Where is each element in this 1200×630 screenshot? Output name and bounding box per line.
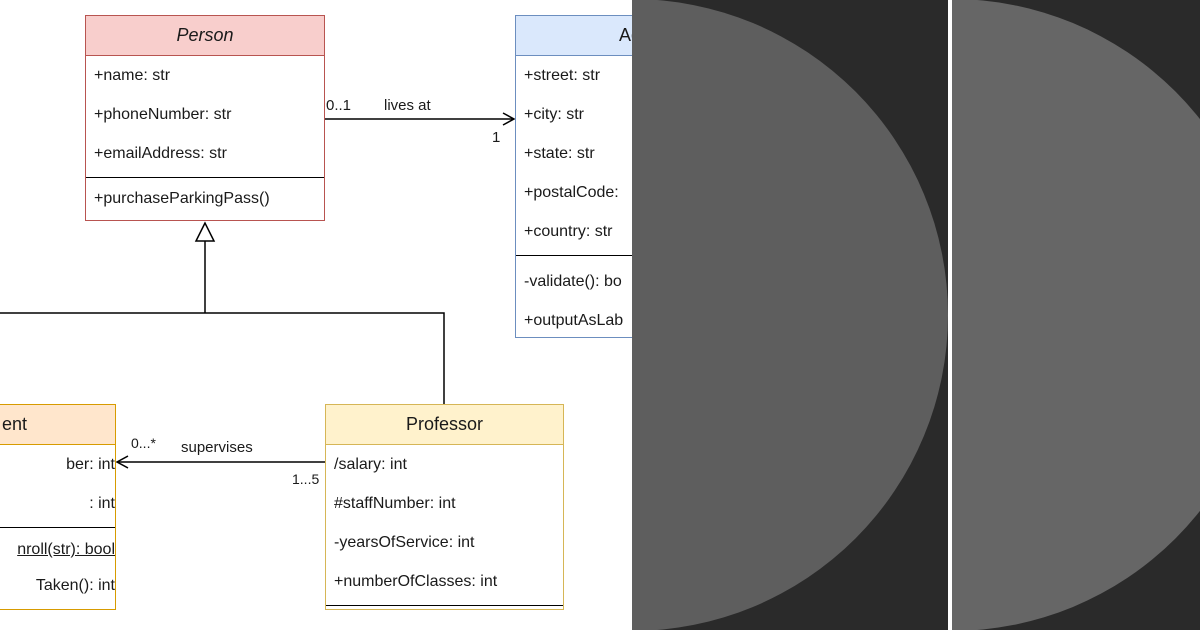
- professor-attribute: +numberOfClasses: int: [334, 573, 498, 590]
- address-operation: -validate(): bo: [524, 273, 622, 290]
- half-circle-shape: [952, 0, 1200, 630]
- address-attribute: +country: str: [524, 223, 613, 240]
- person-attribute: +emailAddress: str: [94, 145, 227, 162]
- address-attribute: +city: str: [524, 106, 585, 123]
- student-attribute-text: ber: int: [66, 456, 115, 473]
- student-divider: [0, 527, 115, 528]
- student-class-name-text: ent: [1, 414, 27, 434]
- lives-at-arrowhead: [502, 112, 516, 126]
- supervises-arrowhead: [115, 455, 129, 469]
- generalization-branch-right: [205, 312, 445, 404]
- student-operation-text: nroll(str): bool: [17, 541, 115, 558]
- lives-at-source-multiplicity: 0..1: [326, 97, 352, 114]
- student-operation: nroll(str): bool: [0, 534, 115, 566]
- person-divider: [86, 177, 324, 178]
- student-operation-text: Taken(): int: [35, 577, 115, 594]
- generalization-arrowhead: [194, 221, 216, 242]
- lives-at-target-multiplicity: 1: [492, 129, 501, 146]
- person-attribute: +name: str: [94, 67, 171, 84]
- professor-class-name: Professor: [326, 405, 563, 445]
- supervises-target-multiplicity: 0...*: [131, 435, 156, 451]
- student-class-name: ent: [0, 405, 115, 445]
- person-class[interactable]: Person +name: str +phoneNumber: str +ema…: [85, 15, 325, 221]
- student-class[interactable]: ent ber: int : int nroll(str): bool Take…: [0, 404, 116, 610]
- half-circle-shape: [632, 0, 948, 630]
- professor-attribute: /salary: int: [334, 456, 407, 473]
- address-attribute: +postalCode:: [524, 184, 619, 201]
- professor-attribute: -yearsOfService: int: [334, 534, 475, 551]
- lives-at-label: lives at: [384, 97, 431, 114]
- student-operation: Taken(): int: [0, 566, 115, 605]
- person-operation: +purchaseParkingPass(): [94, 190, 270, 207]
- address-operation: +outputAsLab: [524, 312, 624, 329]
- address-attribute: +state: str: [524, 145, 595, 162]
- student-attribute: : int: [0, 484, 115, 523]
- supervises-label: supervises: [181, 439, 253, 456]
- person-class-name: Person: [86, 16, 324, 56]
- student-attribute: ber: int: [0, 445, 115, 484]
- student-attribute-text: : int: [89, 495, 115, 512]
- panel-separator: [948, 0, 952, 630]
- diagram-connectors: [0, 112, 516, 469]
- address-class-name: Add: [516, 16, 632, 56]
- professor-class[interactable]: Professor /salary: int #staffNumber: int…: [325, 404, 564, 610]
- professor-divider: [326, 605, 563, 606]
- person-attribute: +phoneNumber: str: [94, 106, 232, 123]
- uml-diagram-canvas: Person +name: str +phoneNumber: str +ema…: [0, 15, 632, 610]
- address-attribute: +street: str: [524, 67, 601, 84]
- address-class[interactable]: Add +street: str +city: str +state: str …: [515, 15, 632, 338]
- professor-attribute: #staffNumber: int: [334, 495, 456, 512]
- dark-panel-right: [952, 0, 1200, 630]
- address-divider: [516, 255, 632, 256]
- dark-panel-left: [632, 0, 948, 630]
- supervises-source-multiplicity: 1...5: [292, 471, 320, 487]
